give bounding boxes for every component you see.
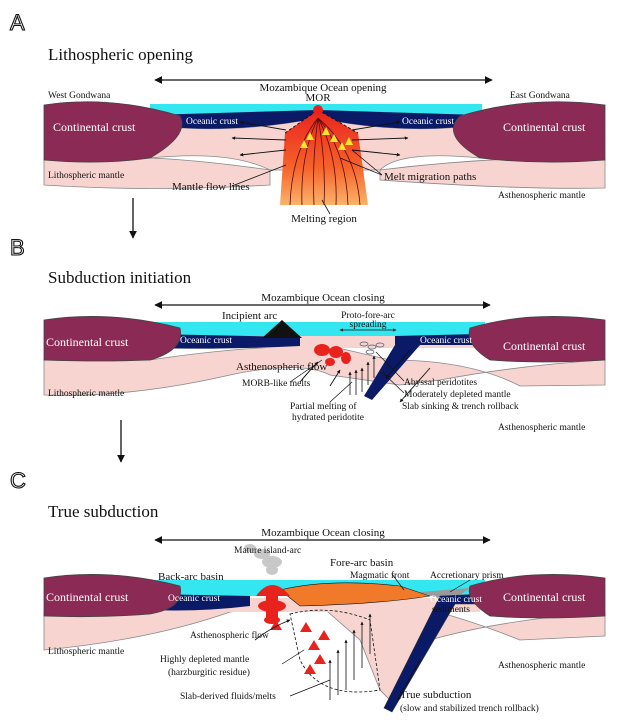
oceanic-crust-label-right: Oceanic crust <box>402 117 454 127</box>
lithospheric-mantle-label-c: Lithospheric mantle <box>48 647 124 657</box>
continental-crust-label-c-right: Continental crust <box>503 590 586 604</box>
asthenospheric-mantle-label-c: Asthenospheric mantle <box>498 661 585 671</box>
slab-sinking-label: Slab sinking & trench rollback <box>402 402 519 412</box>
true-subduction-label-2: (slow and stabilized trench rollback) <box>400 703 539 714</box>
panel-letter-a: A <box>10 10 25 35</box>
magmatic-front-label: Magmatic front <box>350 570 410 581</box>
asthenospheric-mantle-label-b: Asthenospheric mantle <box>498 423 585 433</box>
mor-label: MOR <box>305 92 331 104</box>
lithospheric-mantle-label-b: Lithospheric mantle <box>48 389 124 399</box>
mantle-flow-label: Mantle flow lines <box>172 181 250 193</box>
mor-dot <box>313 105 323 115</box>
spreading-label: spreading <box>350 320 387 330</box>
true-subduction-label-1: True subduction <box>400 689 472 701</box>
highly-depleted-label-1: Highly depleted mantle <box>160 655 249 665</box>
panel-b: B Subduction initiation Mozambique Ocean… <box>10 235 605 462</box>
closing-label-b: Mozambique Ocean closing <box>261 292 385 304</box>
continental-crust-label-b-right: Continental crust <box>503 339 586 353</box>
panel-b-title: Subduction initiation <box>48 268 192 287</box>
panel-letter-c: C <box>10 468 26 493</box>
incipient-arc-label: Incipient arc <box>222 310 277 322</box>
panel-c-title: True subduction <box>48 502 159 521</box>
morb-label: MORB-like melts <box>242 379 311 389</box>
continental-crust-label-right: Continental crust <box>503 120 586 134</box>
melt-migration-label: Melt migration paths <box>384 171 476 183</box>
continental-crust-label-c-left: Continental crust <box>46 590 129 604</box>
partial-melting-label-1: Partial melting of <box>290 401 357 412</box>
arc-magma <box>256 585 290 624</box>
panel-a: A Lithospheric opening Mozambique Ocean … <box>10 10 605 238</box>
oceanic-crust-label-b-right: Oceanic crust <box>420 336 472 346</box>
closing-label-c: Mozambique Ocean closing <box>261 527 385 539</box>
continental-crust-label-left: Continental crust <box>53 120 136 134</box>
abyssal-peridotites-label: Abyssal peridotites <box>404 378 477 388</box>
ocean-water-b <box>150 322 485 336</box>
sediments-label: sediments <box>432 605 470 615</box>
fore-arc-basin-label: Fore-arc basin <box>330 557 394 569</box>
slab-fluids-label: Slab-derived fluids/melts <box>180 691 276 702</box>
accretionary-prism-label: Accretionary prism <box>430 571 504 581</box>
west-gondwana-label: West Gondwana <box>48 91 111 101</box>
astheno-flow-label-c: Asthenospheric flow <box>190 630 269 641</box>
moderately-depleted-label: Moderately depleted mantle <box>404 390 511 400</box>
continental-crust-label-b-left: Continental crust <box>46 335 129 349</box>
partial-melting-label-2: hydrated peridotite <box>292 413 364 423</box>
panel-c: C True subduction Mozambique Ocean closi… <box>10 468 605 714</box>
melt-drops-c <box>270 620 330 674</box>
astheno-flow-label-b: Asthenospheric flow <box>236 361 327 373</box>
lithospheric-mantle-label-a: Lithospheric mantle <box>48 171 124 181</box>
mature-arc-label: Mature island-arc <box>234 546 301 556</box>
highly-depleted-label-2: (harzburgitic residue) <box>168 667 250 678</box>
oceanic-crust-label-c-right: Oceanic crust <box>430 595 482 605</box>
asthenospheric-mantle-label-a: Asthenospheric mantle <box>498 191 585 201</box>
oceanic-crust-label-c-left: Oceanic crust <box>168 594 220 604</box>
east-gondwana-label: East Gondwana <box>510 91 571 101</box>
panel-a-title: Lithospheric opening <box>48 45 193 64</box>
oceanic-crust-label-left: Oceanic crust <box>186 117 238 127</box>
melting-region-label: Melting region <box>291 213 357 225</box>
panel-letter-b: B <box>10 235 25 260</box>
oceanic-crust-label-b-left: Oceanic crust <box>180 336 232 346</box>
